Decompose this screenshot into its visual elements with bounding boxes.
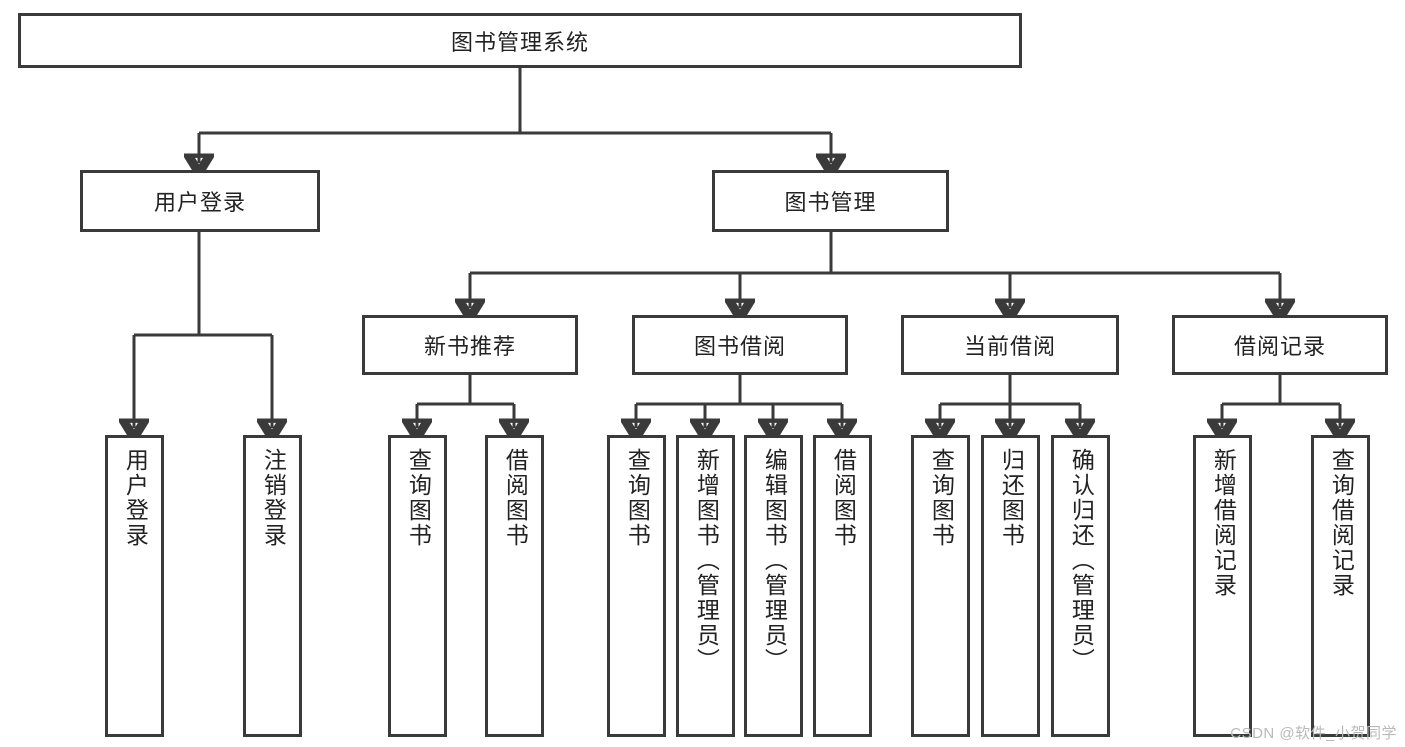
node-label: 图书借阅 [693,334,786,359]
leaf-book-borrow-add[interactable]: 新增图书（管理员） [676,435,735,737]
node-label: 新增图书（管理员） [693,448,720,673]
leaf-new-book-query[interactable]: 查询图书 [388,435,447,737]
node-label: 用户登录 [122,448,149,548]
node-book-borrow[interactable]: 图书借阅 [632,315,848,375]
leaf-current-borrow-return[interactable]: 归还图书 [981,435,1040,737]
node-user-login[interactable]: 用户登录 [80,170,320,232]
node-label: 新书推荐 [423,334,516,359]
leaf-book-borrow-query[interactable]: 查询图书 [607,435,666,737]
node-label: 编辑图书（管理员） [761,448,788,673]
node-new-book-recommend[interactable]: 新书推荐 [362,315,578,375]
leaf-current-borrow-confirm-return[interactable]: 确认归还（管理员） [1051,435,1110,737]
node-label: 借阅图书 [830,448,857,548]
node-label: 图书管理系统 [450,29,589,55]
leaf-new-book-borrow[interactable]: 借阅图书 [485,435,544,737]
node-label: 新增借阅记录 [1210,448,1237,598]
node-borrow-record[interactable]: 借阅记录 [1172,315,1388,375]
node-label: 确认归还（管理员） [1068,448,1095,673]
leaf-user-login-logout[interactable]: 注销登录 [243,435,302,737]
node-label: 用户登录 [153,190,246,215]
node-root-system[interactable]: 图书管理系统 [18,13,1022,68]
node-label: 借阅记录 [1233,334,1326,359]
node-book-management[interactable]: 图书管理 [712,170,949,232]
node-label: 查询图书 [928,448,955,548]
node-label: 查询图书 [405,448,432,548]
node-label: 查询图书 [624,448,651,548]
node-label: 当前借阅 [963,334,1056,359]
node-current-borrow[interactable]: 当前借阅 [901,315,1119,375]
leaf-borrow-record-add[interactable]: 新增借阅记录 [1193,435,1252,737]
node-label: 注销登录 [260,448,287,548]
node-label: 借阅图书 [502,448,529,548]
leaf-current-borrow-query[interactable]: 查询图书 [911,435,970,737]
leaf-book-borrow-borrow[interactable]: 借阅图书 [813,435,872,737]
leaf-book-borrow-edit[interactable]: 编辑图书（管理员） [744,435,803,737]
leaf-borrow-record-query[interactable]: 查询借阅记录 [1311,435,1370,737]
node-label: 图书管理 [784,190,877,215]
node-label: 查询借阅记录 [1328,448,1355,598]
csdn-watermark: CSDN @软件_小贺同学 [1230,725,1397,742]
leaf-user-login-login[interactable]: 用户登录 [105,435,164,737]
node-label: 归还图书 [998,448,1025,548]
